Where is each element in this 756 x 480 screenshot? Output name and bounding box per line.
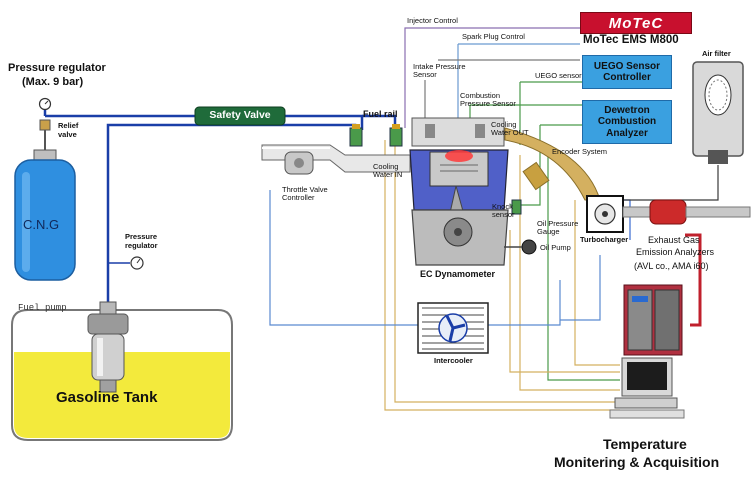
cooling-in-label-2: Water IN (373, 170, 403, 179)
gasoline-tank-label: Gasoline Tank (56, 389, 158, 406)
keyboard (609, 409, 685, 419)
combustion-pressure-label-2: Pressure Sensor (460, 99, 516, 108)
exhaust-label-1: Exhaust Gas (648, 235, 700, 245)
injector-left (349, 127, 363, 147)
fuel-pump-head (87, 313, 129, 335)
exhaust-label-3: (AVL co., AMA i60) (634, 261, 709, 271)
relief-valve-label-1: Relief (58, 121, 79, 130)
injector-control-label: Injector Control (407, 16, 458, 25)
fuel-pump-label: Fuel pump (18, 303, 67, 313)
knock-label-2: sensor (492, 210, 515, 219)
temp-wire-2 (384, 140, 620, 411)
motec-logo: MoTeC (580, 12, 692, 34)
ec-dynamometer-label: EC Dynamometer (420, 269, 496, 279)
intake-pressure-label-2: Sensor (413, 70, 437, 79)
cooling-out-label-2: Water OUT (491, 128, 529, 137)
temp-wire-1 (519, 155, 620, 391)
temperature-label-1: Temperature (603, 436, 687, 452)
relief-valve-label-2: valve (58, 130, 77, 139)
cooling-out-label-1: Cooling (491, 120, 517, 129)
knock-label-1: Knock (492, 202, 513, 211)
throttle-label-1: Throttle Valve (282, 185, 328, 194)
exhaust-muffler (649, 199, 687, 225)
fuel-pump-body (91, 333, 125, 381)
uego-sensor-label: UEGO sensor (535, 71, 582, 80)
uego-controller-box: UEGO Sensor Controller (582, 55, 672, 89)
air-filter-hose (615, 165, 719, 201)
spark-plug-control-label: Spark Plug Control (462, 32, 525, 41)
injector-control-wire (404, 27, 580, 45)
cooling-in-label-1: Cooling (373, 162, 399, 171)
oil-pump-icon (521, 239, 537, 255)
computer-base (614, 397, 678, 409)
temp-wire-4 (509, 230, 620, 373)
pressure-regulator-max: (Max. 9 bar) (22, 76, 84, 88)
temperature-label-2: Monitering & Acquisition (554, 454, 720, 470)
dewetron-box: Dewetron Combustion Analyzer (582, 100, 672, 144)
turbocharger-label: Turbocharger (580, 235, 629, 244)
oil-pressure-label-1: Oil Pressure (537, 219, 579, 228)
safety-valve-block (194, 106, 286, 126)
pressure-regulator2-label-2: regulator (125, 241, 158, 250)
motec-model-label: MoTec EMS M800 (583, 34, 679, 46)
turbo-intercooler-link (560, 255, 601, 321)
oil-pressure-label-2: Gauge (537, 227, 560, 236)
pressure-regulator2-label-1: Pressure (125, 232, 158, 241)
combustion-pressure-label-1: Combustion (460, 91, 501, 100)
intake-pressure-label-1: Intake Pressure (413, 62, 466, 71)
injector-right (389, 127, 403, 147)
tailpipe (685, 206, 751, 218)
knock-sensor (511, 199, 522, 215)
cng-label: C.N.G (23, 217, 60, 232)
throttle-label-2: Controller (282, 193, 315, 202)
encoder-wire (547, 145, 620, 381)
relief-valve-icon (39, 119, 51, 131)
pressure-regulator-title: Pressure regulator (8, 62, 106, 74)
air-filter-label: Air filter (702, 49, 731, 58)
combustion-flame (445, 150, 473, 162)
safety-valve-label: Safety Valve (209, 109, 271, 121)
intercooler-air-loop (269, 190, 561, 326)
oil-pump-label: Oil Pump (540, 243, 571, 252)
intercooler-label: Intercooler (434, 356, 473, 365)
exhaust-sample-line (685, 233, 702, 327)
fuel-rail-label: Fuel rail (363, 109, 398, 119)
exhaust-label-2: Emission Analyzers (636, 247, 715, 257)
gasoline-level (14, 352, 230, 438)
temp-wire-3 (394, 140, 620, 403)
motec-logo-text: MoTeC (608, 14, 664, 32)
temp-wire-5 (574, 200, 620, 366)
encoder-label: Encoder System (552, 147, 608, 156)
